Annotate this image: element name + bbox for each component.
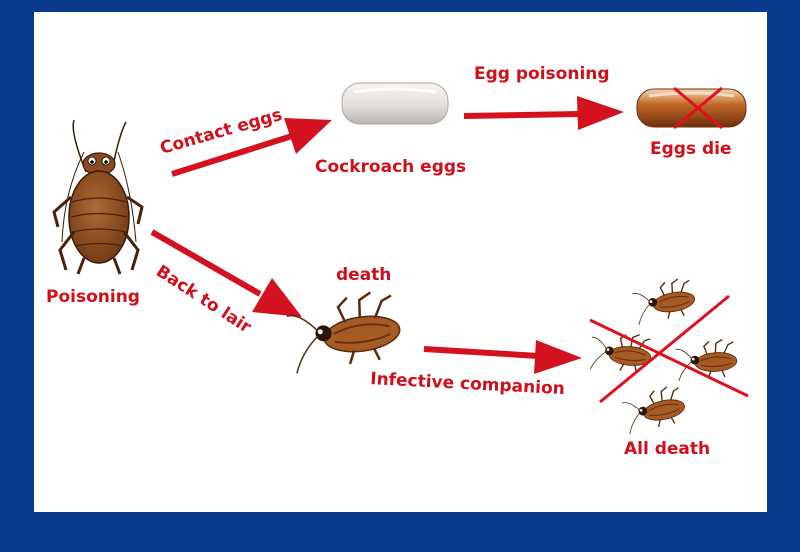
poisoning-label: Poisoning: [46, 287, 140, 307]
infective-companion-arrow: [423, 340, 582, 374]
cockroach-icon: [52, 119, 144, 275]
dead-cockroach-icon: [630, 276, 699, 326]
contact-eggs-label: Contact eggs: [158, 105, 285, 159]
back-to-lair-arrow: [150, 229, 302, 317]
cockroach-poison-flow-diagram: Poisoning Contact eggs Cockroach eggs Eg…: [46, 64, 749, 459]
death-label: death: [336, 265, 391, 285]
all-death-label: All death: [624, 439, 710, 459]
red-cross-icon: [589, 294, 749, 404]
back-to-lair-label: Back to lair: [152, 261, 255, 337]
dead-cockroach-icon: [283, 287, 406, 375]
dead-cockroach-icon: [620, 383, 689, 436]
egg-icon: [341, 82, 449, 125]
diagram-panel: Poisoning Contact eggs Cockroach eggs Eg…: [34, 12, 767, 512]
cockroach-eggs-label: Cockroach eggs: [315, 157, 466, 177]
dead-egg-icon: [636, 86, 747, 130]
egg-poisoning-label: Egg poisoning: [474, 64, 610, 84]
egg-poisoning-arrow: [463, 96, 624, 130]
contact-eggs-arrow: [171, 118, 332, 177]
infective-companion-label: Infective companion: [370, 369, 566, 399]
eggs-die-label: Eggs die: [650, 139, 732, 159]
